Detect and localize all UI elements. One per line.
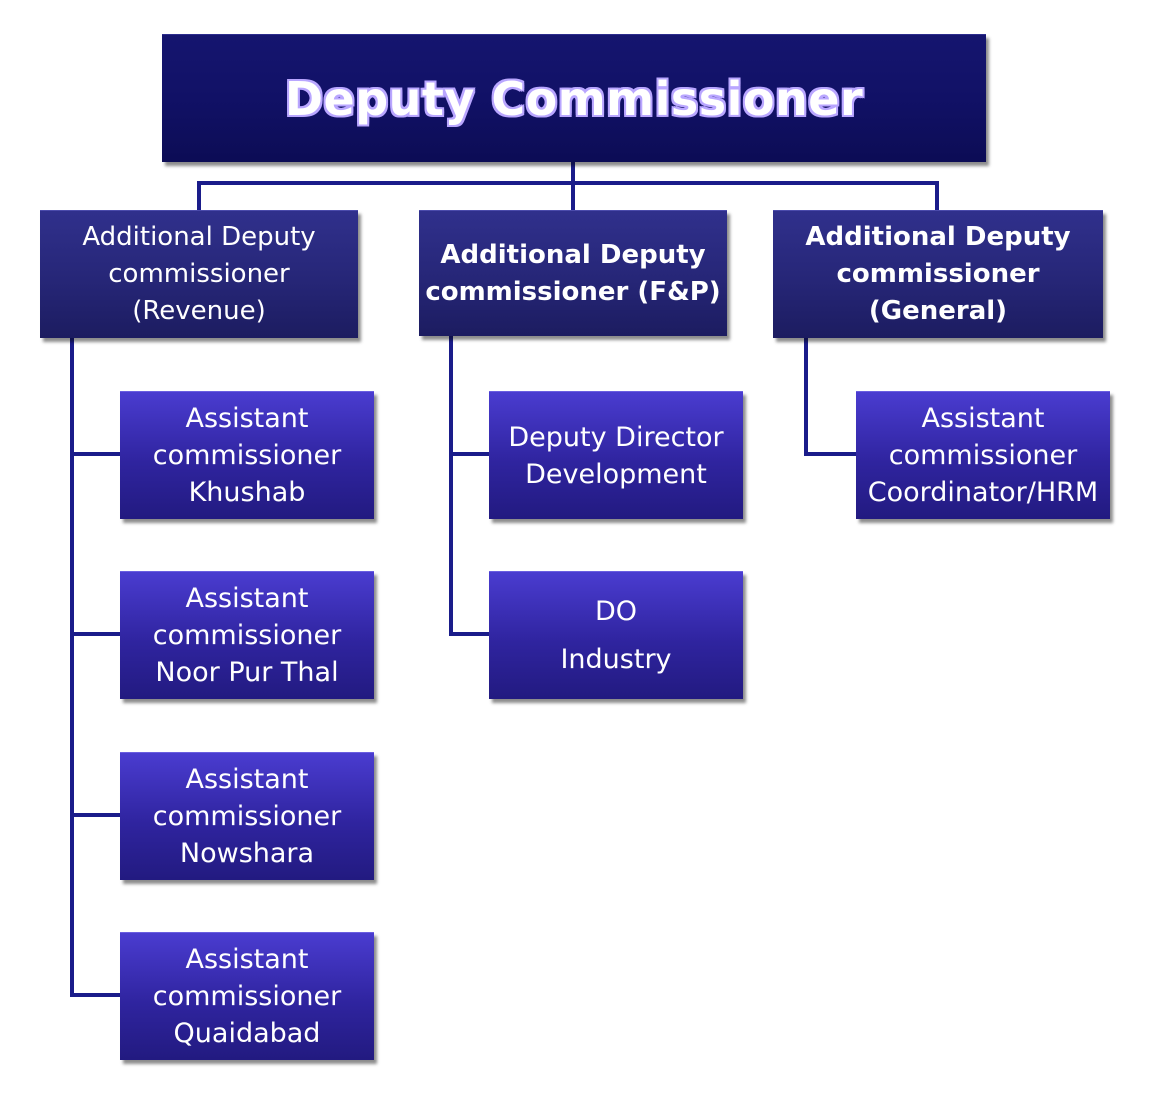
do-industry-box: DO Industry: [489, 571, 743, 699]
ac-khushab-line-2: commissioner: [152, 440, 342, 471]
do-industry-line-2: Industry: [560, 643, 672, 675]
connector-general-branch-1: [804, 452, 856, 456]
ac-nowshara-line-1: Assistant: [185, 764, 309, 795]
connector-revenue-branch-1: [70, 452, 120, 456]
ac-coordinator-hrm-box: Assistant commissioner Coordinator/HRM: [856, 391, 1110, 519]
ac-quaidabad-box: Assistant commissioner Quaidabad: [120, 932, 374, 1060]
adc-fp-line-1: Additional Deputy: [440, 239, 706, 270]
ac-nowshara-line-2: commissioner: [152, 801, 342, 832]
connector-fp-branch-2: [449, 632, 489, 636]
adc-general-line-3: (General): [868, 296, 1008, 326]
adc-revenue-line-2: commissioner: [108, 259, 290, 289]
connector-revenue-branch-2: [70, 632, 120, 636]
adc-general-line-2: commissioner: [836, 259, 1040, 289]
ac-coordinator-hrm-line-2: commissioner: [888, 440, 1078, 471]
connector-top-bar: [197, 181, 939, 185]
dd-development-box: Deputy Director Development: [489, 391, 743, 519]
ac-nowshara-box: Assistant commissioner Nowshara: [120, 752, 374, 880]
ac-khushab-line-1: Assistant: [185, 403, 309, 434]
connector-drop-general: [935, 181, 939, 210]
ac-noor-pur-thal-line-3: Noor Pur Thal: [155, 657, 339, 688]
adc-revenue-box: Additional Deputy commissioner (Revenue): [40, 210, 358, 338]
ac-quaidabad-line-3: Quaidabad: [173, 1018, 321, 1049]
deputy-commissioner-box: Deputy Commissioner: [162, 34, 986, 162]
connector-fp-spine: [449, 336, 453, 636]
connector-general-spine: [804, 338, 808, 456]
dd-development-line-1: Deputy Director: [508, 421, 724, 453]
connector-revenue-spine: [70, 338, 74, 997]
connector-revenue-branch-4: [70, 993, 120, 997]
connector-drop-revenue: [197, 181, 201, 210]
ac-khushab-box: Assistant commissioner Khushab: [120, 391, 374, 519]
adc-general-line-1: Additional Deputy: [805, 222, 1071, 252]
connector-revenue-branch-3: [70, 813, 120, 817]
ac-noor-pur-thal-line-2: commissioner: [152, 620, 342, 651]
adc-general-box: Additional Deputy commissioner (General): [773, 210, 1103, 338]
connector-top-stem: [571, 162, 575, 184]
ac-coordinator-hrm-line-1: Assistant: [921, 403, 1045, 434]
adc-revenue-line-3: (Revenue): [132, 296, 266, 326]
do-industry-line-1: DO: [594, 595, 638, 627]
adc-fp-box: Additional Deputy commissioner (F&P): [419, 210, 727, 336]
ac-noor-pur-thal-line-1: Assistant: [185, 583, 309, 614]
adc-fp-line-2: commissioner (F&P): [425, 276, 721, 307]
connector-fp-branch-1: [449, 452, 489, 456]
ac-quaidabad-line-2: commissioner: [152, 981, 342, 1012]
deputy-commissioner-title: Deputy Commissioner: [284, 71, 864, 126]
ac-nowshara-line-3: Nowshara: [179, 838, 315, 869]
connector-drop-fp: [571, 181, 575, 210]
ac-khushab-line-3: Khushab: [188, 477, 306, 508]
ac-noor-pur-thal-box: Assistant commissioner Noor Pur Thal: [120, 571, 374, 699]
adc-revenue-line-1: Additional Deputy: [82, 222, 316, 252]
dd-development-line-2: Development: [525, 458, 707, 490]
ac-coordinator-hrm-line-3: Coordinator/HRM: [867, 477, 1099, 508]
ac-quaidabad-line-1: Assistant: [185, 944, 309, 975]
